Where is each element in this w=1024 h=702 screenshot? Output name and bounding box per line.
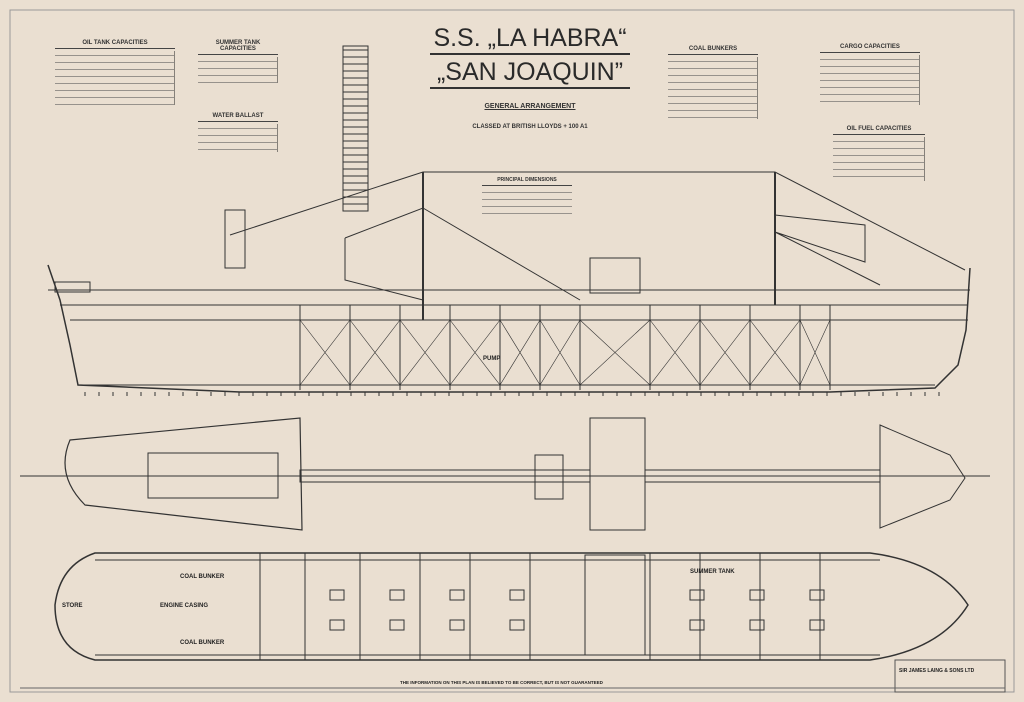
hatch-opening [749,589,765,601]
store-label: STORE [62,603,83,609]
engine-room-plan [584,554,646,656]
tank-cross-bracing [699,319,751,386]
bridge-deck-plan [589,417,646,531]
tank-cross-bracing [449,319,501,386]
table-title: COAL BUNKERS [668,46,758,55]
funnel [224,209,246,269]
table-title: SUMMER TANK CAPACITIES [198,40,278,55]
hatch-opening [809,619,825,631]
hatch-opening [389,619,405,631]
hatch-opening [449,589,465,601]
sheet-border [9,9,1015,693]
engine-casing-label: ENGINE CASING [160,603,208,609]
coal-bunkers-table: COAL BUNKERS [668,46,758,119]
general-arrangement-heading: GENERAL ARRANGEMENT [484,103,576,110]
poop-deck-plan [64,417,303,531]
summer-tank-label: SUMMER TANK [690,569,735,575]
pump-label: PUMP [483,356,500,362]
tank-cross-bracing [649,319,701,386]
cargo-capacities-table: CARGO CAPACITIES [820,44,920,105]
tank-cross-bracing [299,319,351,386]
hold-plan [54,552,969,661]
hatch-opening [389,589,405,601]
bridge-house [589,257,641,294]
tank-cross-bracing [499,319,541,386]
table-title: CARGO CAPACITIES [820,44,920,53]
table-title: OIL FUEL CAPACITIES [833,126,925,135]
table-title: WATER BALLAST [198,113,278,122]
hatch-opening [449,619,465,631]
table-title: OIL TANK CAPACITIES [55,40,175,49]
hatch-opening [329,619,345,631]
builder-name: SIR JAMES LAING & SONS LTD [899,668,975,674]
ship-name-title-2: „SAN JOAQUIN” [430,58,630,89]
tank-cross-bracing [799,319,831,386]
principal-dimensions-table: PRINCIPAL DIMENSIONS [482,177,572,218]
classification-note: CLASSED AT BRITISH LLOYDS + 100 A1 [472,124,588,130]
deadweight-scale [342,45,369,212]
oil-fuel-capacities-table: OIL FUEL CAPACITIES [833,126,925,181]
coal-bunker-label: COAL BUNKER [180,574,225,580]
tank-cross-bracing [349,319,401,386]
tank-cross-bracing [749,319,801,386]
water-ballast-table: WATER BALLAST [198,113,278,152]
rigging [229,171,966,271]
hatch-opening [329,589,345,601]
table-title: PRINCIPAL DIMENSIONS [482,177,572,186]
tank-cross-bracing [579,319,651,386]
hatch-opening [689,589,705,601]
footer-disclaimer: THE INFORMATION ON THIS PLAN IS BELIEVED… [400,680,604,685]
ship-name-title: S.S. „LA HABRA“ [430,24,630,55]
hatch-opening [689,619,705,631]
hatch-opening [749,619,765,631]
tank-cross-bracing [539,319,581,386]
oil-tank-capacities-table: OIL TANK CAPACITIES [55,40,175,105]
tank-cross-bracing [399,319,451,386]
hatch-opening [509,589,525,601]
hull-profile [47,264,971,393]
forecastle-deck-plan [879,424,966,529]
summer-tank-capacities-table: SUMMER TANK CAPACITIES [198,40,278,83]
hatch-opening [509,619,525,631]
coal-bunker-label: COAL BUNKER [180,640,225,646]
hatch-opening [809,589,825,601]
